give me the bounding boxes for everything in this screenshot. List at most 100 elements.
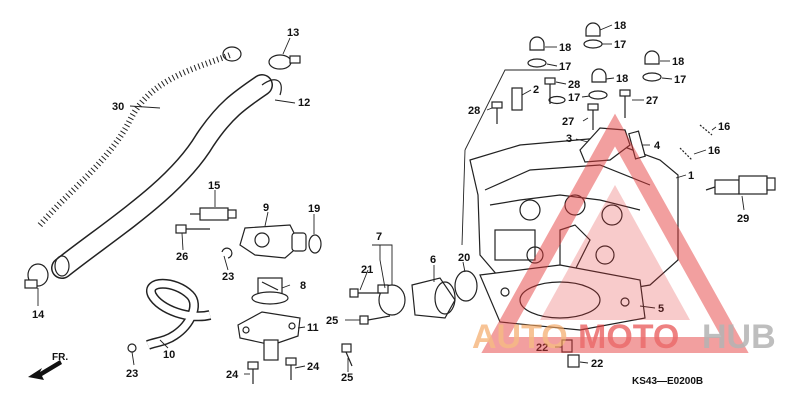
diagram-code: KS43—E0200B [632,376,703,387]
washer-17-c [642,72,662,82]
callout-24-right: 24 [307,361,320,373]
callout-13: 13 [287,27,299,39]
callout-27-b: 27 [562,116,574,128]
callout-17-a: 17 [614,39,626,51]
callout-20: 20 [458,252,470,264]
callout-25-middle: 25 [326,315,338,327]
cap-nut-18-b [529,36,545,51]
callout-7: 7 [376,231,382,243]
callout-19: 19 [308,203,320,215]
cylinder-head-frame [461,69,560,246]
cap-nut-18-a [585,22,601,37]
callout-21: 21 [361,264,373,276]
callout-17-d: 17 [568,92,580,104]
callout-29: 29 [737,213,749,225]
callout-5: 5 [658,303,664,315]
callout-8: 8 [300,280,306,292]
cap-nut-18-d [591,68,607,83]
callout-6: 6 [430,254,436,266]
washer-17-b [527,58,547,68]
clip-23-lower [127,343,137,353]
callout-4: 4 [654,140,661,152]
callout-2: 2 [533,84,539,96]
thermostat-8 [251,277,289,305]
dowel-pin-22-upper [561,339,573,353]
callout-12: 12 [298,97,310,109]
front-direction-indicator: FR. [28,352,68,380]
callout-18-c: 18 [672,56,684,68]
bolt-27-a [619,89,631,118]
gasket-20 [454,270,478,302]
spark-plug-29 [705,175,776,195]
callout-16-lower: 16 [708,145,720,157]
callout-28-b: 28 [468,105,480,117]
callout-18-d: 18 [616,73,628,85]
callout-22-upper: 22 [536,342,548,354]
svg-text:MOTO: MOTO [578,318,679,356]
callout-9: 9 [263,202,269,214]
callout-23-upper: 23 [222,271,234,283]
callout-24-left: 24 [226,369,239,381]
watermark-triangle-icon [481,113,749,353]
cylinder-head-1 [469,137,679,301]
hose-clamp-14 [24,263,49,289]
callout-17-b: 17 [559,61,571,73]
callout-10: 10 [163,349,175,361]
callout-1: 1 [688,170,694,182]
callout-11: 11 [307,322,319,334]
cap-nut-18-c [644,50,660,65]
clip-23 [221,247,233,259]
callout-22-lower: 22 [591,358,603,370]
callout-18-a: 18 [614,20,626,32]
svg-text:AUTO: AUTO [472,318,568,356]
callout-28-a: 28 [568,79,580,91]
callout-27-a: 27 [646,95,658,107]
o-ring-19 [308,234,322,254]
washer-17-d [588,90,608,100]
tube-4 [628,130,646,160]
callout-15: 15 [208,180,220,192]
watermark-logo: AUTO MOTO HUB [472,113,776,356]
stud-16-lower [679,147,693,161]
callout-18-b: 18 [559,42,571,54]
inlet-joint-6 [411,277,456,319]
bolt-26 [175,224,210,234]
bolt-28-a [544,77,556,104]
callout-25-bottom: 25 [341,372,353,384]
spring-guard-30 [37,46,242,227]
clamp-21 [377,284,406,316]
bypass-hose-10 [146,278,212,350]
callout-30: 30 [112,101,124,113]
dowel-pin-22-lower [567,354,580,368]
tube-2 [511,87,523,111]
head-gasket-5 [479,264,646,331]
callout-26: 26 [176,251,188,263]
rocker-bracket-3 [579,127,631,163]
front-arrow-icon [28,360,62,380]
front-label: FR. [52,352,68,363]
svg-text:HUB: HUB [702,318,776,356]
bolt-25-bottom [341,343,353,367]
sensor-15 [190,207,237,221]
callout-17-c: 17 [674,74,686,86]
hose-clamp-13 [268,54,301,70]
bolt-25-upper [349,288,380,298]
bolt-25-lower [359,315,391,325]
callout-3: 3 [566,133,572,145]
stud-16-upper [699,124,713,136]
bolt-27-b [587,103,599,130]
bolt-24-right [285,357,297,380]
thermostat-cover-11 [237,311,301,361]
callout-23-lower: 23 [126,368,138,380]
leader-lines [37,24,745,375]
washer-17-a [583,39,603,49]
callout-labels: 13 30 12 15 9 19 26 23 8 14 10 23 11 24 … [32,20,749,384]
bolt-24-left [247,361,259,384]
thermostat-housing-9 [239,224,307,259]
hose-12 [51,74,282,279]
washer-17-e [548,95,566,105]
bolt-28-b [491,101,503,124]
callout-14: 14 [32,309,45,321]
callout-16-upper: 16 [718,121,730,133]
